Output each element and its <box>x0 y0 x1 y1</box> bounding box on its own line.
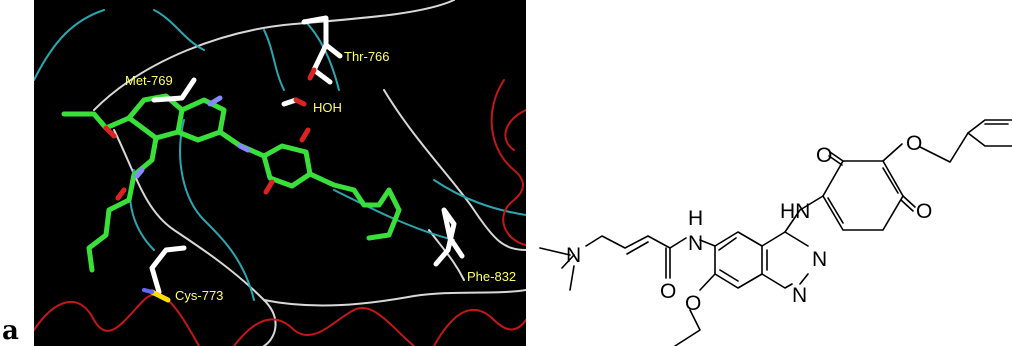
carbonyl-right <box>900 195 916 212</box>
residue-label-met769: Met-769 <box>125 73 173 88</box>
residue-label-thr766: Thr-766 <box>344 49 390 64</box>
docking-view: Thr-766 Met-769 HOH Cys-773 Phe-832 <box>34 0 526 346</box>
thr766-sticks <box>301 15 333 85</box>
atom-label: O <box>916 200 932 223</box>
carbonyl-top <box>828 151 844 166</box>
atom-label: H <box>688 207 703 230</box>
ribbon-red <box>34 293 200 346</box>
ligand-oxygens <box>103 125 311 201</box>
quinone-double-bonds <box>827 167 899 224</box>
ribbon-cyan <box>179 119 255 301</box>
ribbon-red <box>490 79 526 246</box>
ribbon-cyan <box>263 29 285 91</box>
ethoxy-bonds <box>674 273 716 346</box>
ribbon-red <box>504 109 526 151</box>
ribbon-cyan <box>153 9 205 51</box>
nh-bonds <box>784 195 824 233</box>
ribbon-white <box>263 289 526 307</box>
ribbon-white <box>113 129 277 346</box>
quinazoline-bonds <box>714 231 809 289</box>
ribbon-white <box>383 89 526 251</box>
cys773-sticks <box>149 245 187 295</box>
residue-label-cys773: Cys-773 <box>175 288 223 303</box>
met769-sticks <box>151 77 197 103</box>
atom-label: N <box>688 232 703 255</box>
quinone-bonds <box>822 160 904 231</box>
amide-bonds <box>585 235 716 279</box>
ribbon-cyan <box>433 179 526 216</box>
hoh-oxygen <box>293 97 307 107</box>
thr766-sticks <box>323 42 343 59</box>
atom-label: N <box>812 248 827 271</box>
structure-drawing: O O O HN H N N N N O O <box>539 119 1012 346</box>
atom-label: O <box>660 280 676 303</box>
panel-label: a <box>2 316 19 346</box>
atom-label: O <box>906 132 922 155</box>
dimethylamino-bonds <box>539 247 575 291</box>
thr766-oxygen <box>307 67 317 81</box>
atom-label: O <box>816 144 832 167</box>
atom-label: HN <box>780 200 810 223</box>
ligand-nitrogens <box>134 95 251 179</box>
ribbon-white <box>93 0 455 111</box>
residue-label-hoh: HOH <box>313 100 342 115</box>
atom-label: O <box>685 292 701 315</box>
ribbon-red <box>233 307 415 346</box>
phenyl-ring <box>967 119 1012 147</box>
chemical-structure: O O O HN H N N N N O O <box>530 0 1012 346</box>
residue-label-phe832: Phe-832 <box>467 269 516 284</box>
docking-illustration: Thr-766 Met-769 HOH Cys-773 Phe-832 <box>34 0 526 346</box>
atom-label: N <box>792 284 807 307</box>
benzyloxy-bonds <box>882 132 969 163</box>
atom-label: N <box>566 244 581 267</box>
ribbon-cyan <box>303 19 340 91</box>
phe832-sticks <box>433 207 465 267</box>
cys773-sulfur <box>149 289 171 303</box>
ligand-sticks <box>61 93 402 273</box>
quinazoline-double-bonds <box>718 237 768 282</box>
cys773-nitrogen <box>142 288 154 294</box>
ribbon-red <box>433 308 526 346</box>
ribbon-cyan <box>34 9 105 81</box>
